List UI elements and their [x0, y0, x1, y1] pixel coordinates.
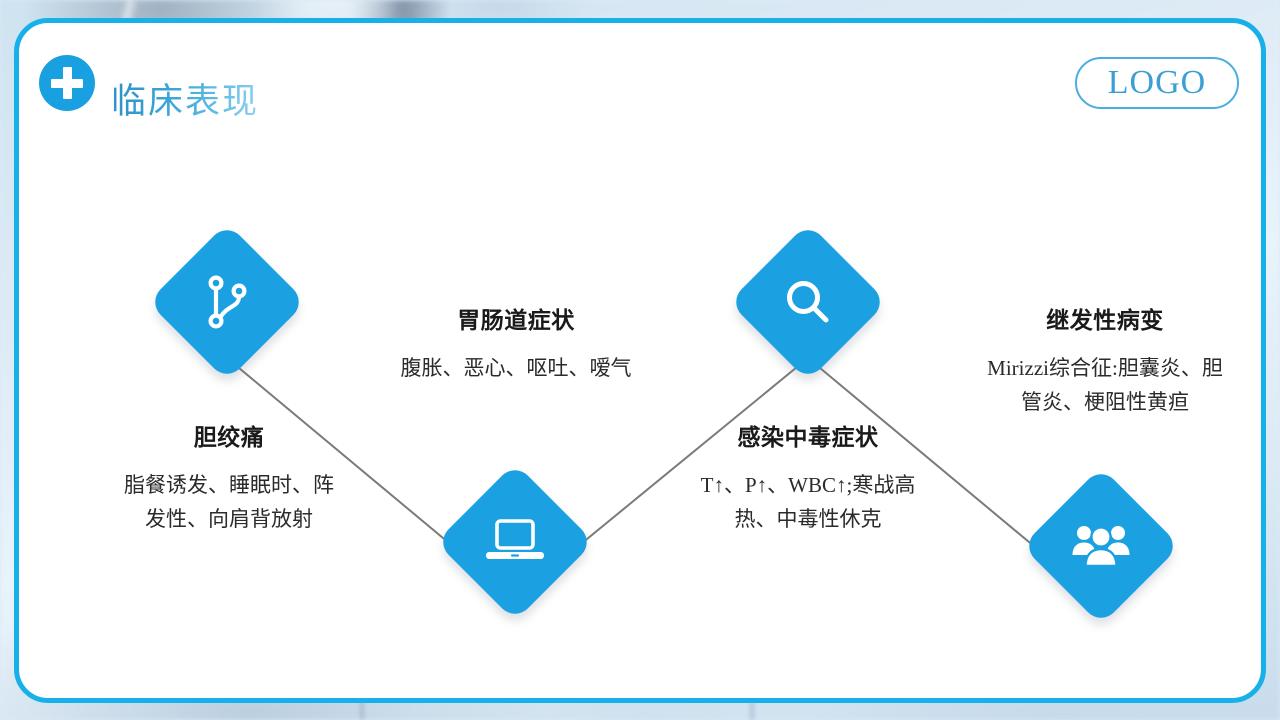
diagram-node-3[interactable] — [728, 222, 888, 382]
diagram-node-1[interactable] — [147, 222, 307, 382]
node-2-body: 腹胀、恶心、呕吐、嗳气 — [400, 356, 632, 380]
node-4-heading: 继发性病变 — [1046, 308, 1164, 334]
node-1-heading: 胆绞痛 — [193, 425, 265, 451]
search-icon — [752, 246, 864, 358]
background-streak — [360, 690, 364, 720]
page-title: 临床表现 — [111, 73, 259, 124]
node-3-heading: 感染中毒症状 — [737, 425, 879, 451]
diagram-label-4: 继发性病变 Mirizzi综合征:胆囊炎、胆管炎、梗阻性黄疸 — [981, 301, 1229, 419]
diagram-label-3: 感染中毒症状 T↑、P↑、WBC↑;寒战高热、中毒性休克 — [683, 418, 933, 536]
slide-header: 临床表现 LOGO — [19, 23, 1261, 123]
laptop-icon — [459, 486, 571, 598]
logo-label: LOGO — [1107, 64, 1207, 101]
diagram-node-2[interactable] — [435, 462, 595, 622]
medical-cross-icon — [39, 55, 95, 111]
background-streak — [750, 688, 754, 720]
diagram-label-2: 胃肠道症状 腹胀、恶心、呕吐、嗳气 — [397, 301, 635, 385]
users-group-icon — [1045, 490, 1157, 602]
logo-placeholder[interactable]: LOGO — [1075, 57, 1239, 109]
connector-lines — [226, 356, 1102, 603]
node-2-heading: 胃肠道症状 — [457, 308, 575, 334]
slide-card: 临床表现 LOGO — [14, 18, 1266, 703]
node-3-body: T↑、P↑、WBC↑;寒战高热、中毒性休克 — [700, 473, 916, 532]
diagram-node-4[interactable] — [1021, 466, 1181, 626]
cross-bar-vertical — [62, 67, 72, 99]
git-branch-icon — [171, 246, 283, 358]
node-1-body: 脂餐诱发、睡眠时、阵发性、向肩背放射 — [124, 473, 334, 532]
clinical-manifestation-diagram: 胆绞痛 脂餐诱发、睡眠时、阵发性、向肩背放射 胃肠道症状 腹胀、恶心、呕吐、嗳气… — [19, 123, 1271, 703]
node-4-body: Mirizzi综合征:胆囊炎、胆管炎、梗阻性黄疸 — [987, 356, 1223, 415]
diagram-label-1: 胆绞痛 脂餐诱发、睡眠时、阵发性、向肩背放射 — [115, 418, 343, 536]
